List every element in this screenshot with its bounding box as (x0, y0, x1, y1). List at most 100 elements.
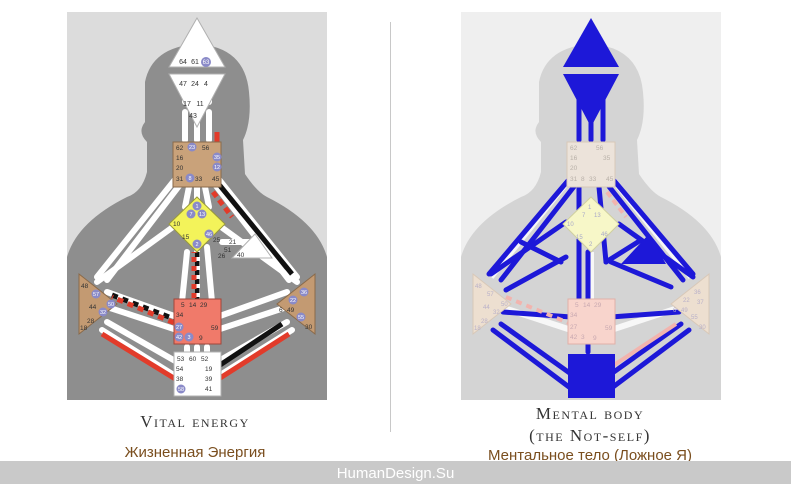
gate-label: 62 (570, 145, 578, 152)
gate-label: 11 (196, 101, 203, 108)
g-center (168, 196, 226, 253)
gate-marker (201, 57, 211, 67)
ajna-center (563, 74, 619, 127)
gate-label: 44 (89, 304, 97, 311)
gate-label: 47 (179, 81, 187, 88)
gate-label: 14 (189, 302, 197, 309)
gate-label: 38 (176, 376, 184, 383)
right-title-ru: Ментальное тело (Ложное Я) (487, 447, 693, 464)
footer-site-label: HumanDesign.Su (336, 465, 455, 482)
gate-label: 13 (594, 213, 601, 219)
spleen-center (78, 272, 118, 336)
solar-plexus-center (670, 272, 710, 336)
gate-label: 15 (182, 234, 190, 241)
gate-label: 7 (582, 213, 586, 219)
gate-label: 49 (681, 308, 688, 314)
gate-label: 25 (213, 237, 221, 244)
throat-center (172, 141, 222, 188)
ajna-center (168, 73, 226, 129)
gate-label: 16 (570, 155, 578, 162)
gate-label: 35 (603, 155, 611, 162)
gate-label: 6 (279, 307, 283, 314)
root-center (568, 354, 615, 398)
gate-label: 33 (195, 176, 203, 183)
gate-label: 1 (588, 205, 592, 211)
gate-label: 32 (493, 310, 500, 316)
right-title-en-line2: (the Not-self) (529, 426, 651, 445)
gate-label: 48 (475, 284, 482, 290)
gate-label: 10 (173, 221, 181, 228)
gate-label: 8 (188, 176, 191, 182)
mental-channels (486, 79, 696, 390)
gate-label: 24 (191, 81, 199, 88)
gate-label: 16 (176, 155, 184, 162)
gate-label: 62 (176, 145, 184, 152)
gate-label: 29 (594, 302, 602, 309)
gate-label: 22 (683, 298, 690, 304)
gate-label: 22 (290, 298, 296, 304)
footer-bar (0, 461, 791, 484)
ego-center (230, 233, 273, 259)
throat-gate-markers (185, 142, 222, 183)
gate-label: 23 (189, 145, 195, 151)
gate-label: 14 (583, 302, 591, 309)
gate-label: 55 (691, 315, 698, 321)
gate-label: 53 (177, 356, 185, 363)
gate-label: 9 (199, 335, 203, 342)
gate-label: 56 (202, 145, 210, 152)
vital-energy-bodygraph: 64 61 63 47 24 4 17 11 43 62 56 16 20 31… (67, 12, 327, 400)
gate-label: 9 (593, 335, 597, 342)
sacral-gate-markers (174, 322, 194, 342)
gate-label: 51 (224, 247, 232, 254)
gate-label: 54 (176, 366, 184, 373)
gate-label: 5 (181, 302, 185, 309)
gate-label: 18 (80, 325, 88, 332)
active-channels (100, 77, 294, 383)
gate-label: 32 (100, 310, 106, 316)
panel-divider (390, 22, 391, 432)
gate-label: 36 (301, 290, 307, 296)
gate-label: 40 (237, 252, 245, 259)
gate-label: 28 (481, 319, 488, 325)
g-gate-markers (186, 201, 214, 249)
gate-label: 50 (501, 302, 508, 308)
gate-label: 8 (581, 176, 585, 183)
gate-label: 36 (694, 290, 701, 296)
faded-active-channels (505, 190, 678, 369)
gate-label: 45 (606, 176, 614, 183)
gate-marker (176, 384, 186, 394)
gate-label: 42 (570, 334, 578, 341)
gate-label: 2 (195, 242, 198, 248)
gate-label: 30 (699, 325, 706, 331)
gate-label: 15 (576, 235, 583, 241)
g-center (562, 196, 620, 253)
left-title-en: Vital energy (140, 412, 250, 431)
left-title-ru: Жизненная Энергия (124, 444, 266, 461)
solar-gate-markers (288, 287, 309, 322)
gate-label: 17 (183, 101, 191, 108)
gate-label: 57 (487, 292, 494, 298)
gate-label: 63 (203, 60, 210, 66)
gate-label: 34 (570, 312, 578, 319)
gate-label: 49 (287, 307, 295, 314)
gate-label: 27 (570, 324, 578, 331)
head-center (563, 18, 619, 67)
gate-label: 3 (581, 334, 585, 341)
gate-label: 33 (589, 176, 597, 183)
gate-label: 58 (178, 387, 184, 393)
gate-label: 26 (218, 253, 226, 260)
gate-label: 46 (601, 232, 608, 238)
gate-label: 27 (176, 325, 182, 331)
throat-center (566, 141, 616, 188)
gate-label: 56 (596, 145, 604, 152)
gate-label: 55 (298, 315, 304, 321)
gate-label: 52 (201, 356, 209, 363)
gate-label: 2 (589, 242, 593, 248)
spleen-center (472, 272, 512, 336)
ego-center (621, 234, 666, 264)
gate-label: 13 (199, 212, 205, 218)
gate-label: 60 (189, 356, 197, 363)
gate-label: 59 (211, 325, 219, 332)
gate-label: 21 (229, 239, 237, 246)
gate-label: 45 (212, 176, 220, 183)
